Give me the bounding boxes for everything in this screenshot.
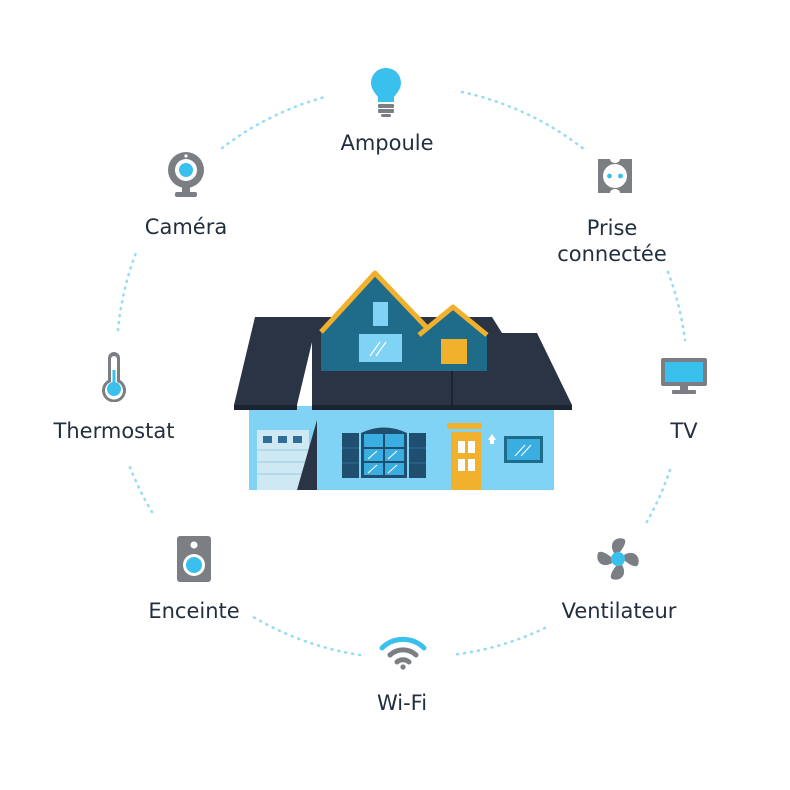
fan-icon: [597, 538, 639, 580]
left-roof: [234, 317, 318, 405]
ring-arc-ventilateur-wifi: [450, 626, 547, 657]
front-door: [447, 423, 496, 490]
tv-icon: [661, 358, 707, 394]
main-window: [342, 427, 426, 478]
ring-arc-prise-tv: [666, 270, 687, 342]
wifi-icon: [379, 636, 427, 670]
ring-arc-enceinte-thermostat: [126, 460, 154, 514]
smart-plug-icon: [598, 159, 632, 193]
light-bulb-icon: [371, 68, 401, 117]
label-tv: TV: [670, 419, 698, 443]
label-prise-line1: Prise: [586, 216, 638, 240]
ring-arc-camera-ampoule: [220, 95, 327, 150]
label-thermostat: Thermostat: [53, 419, 175, 443]
thermostat-icon: [102, 352, 126, 402]
ring-arc-ampoule-prise: [460, 90, 587, 152]
ring-arc-tv-ventilateur: [643, 468, 672, 527]
speaker-icon: [177, 536, 211, 582]
label-ventilateur: Ventilateur: [561, 599, 677, 623]
ring-arc-thermostat-camera: [116, 248, 139, 332]
camera-icon: [168, 152, 204, 197]
label-camera: Caméra: [144, 215, 228, 239]
ring-arc-wifi-enceinte: [248, 613, 362, 657]
label-wifi: Wi-Fi: [376, 691, 428, 715]
house-illustration: [234, 270, 572, 490]
label-enceinte: Enceinte: [148, 599, 240, 623]
label-prise-line2: connectée: [557, 242, 667, 266]
label-ampoule: Ampoule: [340, 131, 434, 155]
